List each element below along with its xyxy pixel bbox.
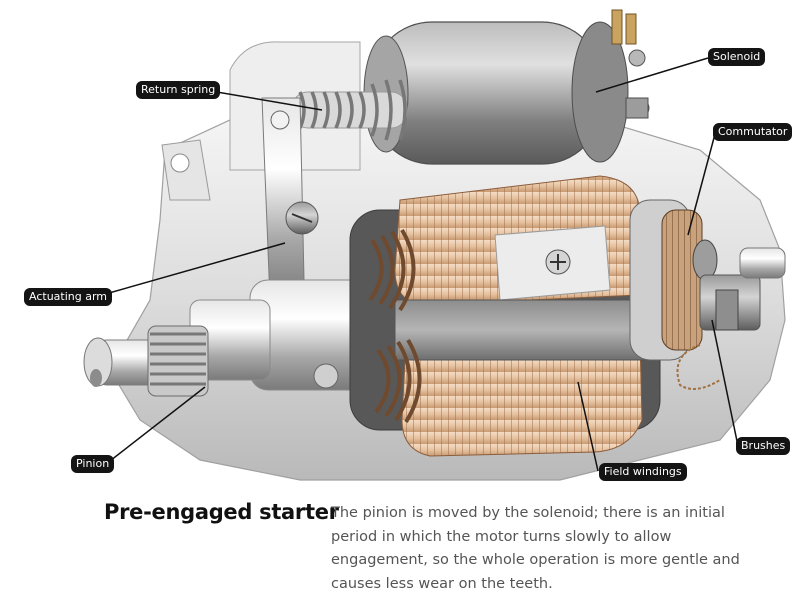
- return-spring: [291, 79, 408, 141]
- commutator: [629, 199, 718, 361]
- brushes: [676, 247, 786, 390]
- label-solenoid: Solenoid: [708, 48, 766, 66]
- actuating-arm: [261, 97, 319, 301]
- label-actuating-arm: Actuating arm: [24, 288, 113, 306]
- label-brushes: Brushes: [736, 437, 791, 455]
- figure-title: Pre-engaged starter: [104, 500, 339, 524]
- label-commutator: Commutator: [713, 123, 793, 141]
- armature: [349, 175, 661, 457]
- label-pinion: Pinion: [71, 455, 115, 473]
- leader-lines: [94, 57, 739, 472]
- label-return-spring: Return spring: [136, 81, 221, 99]
- field-windings: [368, 228, 422, 424]
- pinion-gear: [147, 325, 209, 397]
- figure-caption: The pinion is moved by the solenoid; the…: [331, 505, 740, 592]
- solenoid: [363, 9, 650, 165]
- label-field-windings: Field windings: [599, 463, 687, 481]
